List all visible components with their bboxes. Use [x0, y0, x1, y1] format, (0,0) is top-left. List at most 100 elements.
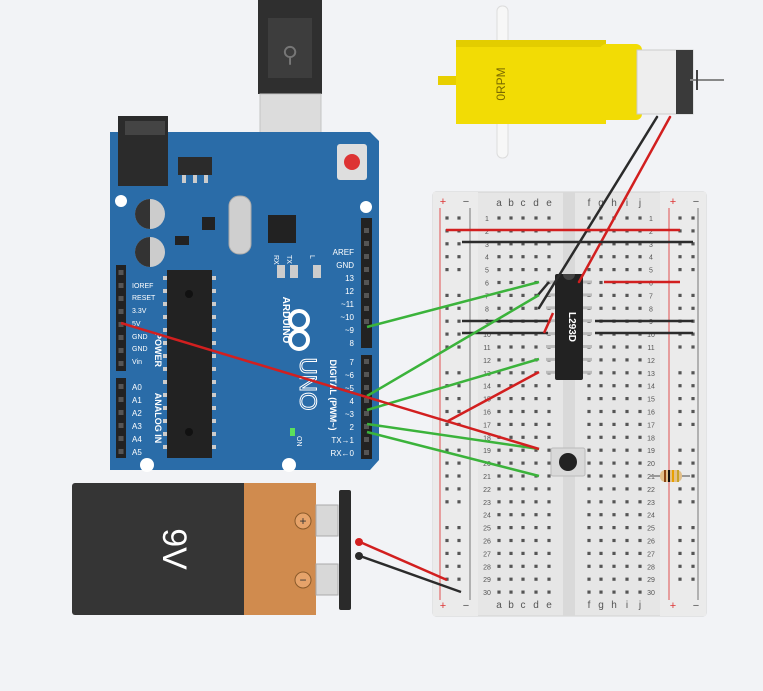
- breadboard-hole[interactable]: [599, 255, 603, 259]
- wire-black[interactable]: [537, 281, 550, 296]
- breadboard-hole[interactable]: [587, 538, 591, 543]
- breadboard-hole[interactable]: [599, 500, 603, 504]
- rail-hole[interactable]: [691, 345, 695, 349]
- breadboard-hole[interactable]: [547, 268, 551, 272]
- header-pin[interactable]: [364, 306, 369, 311]
- breadboard-hole[interactable]: [638, 409, 642, 414]
- breadboard-hole[interactable]: [587, 551, 591, 555]
- rail-hole[interactable]: [691, 461, 695, 465]
- rail-hole[interactable]: [457, 268, 461, 272]
- breadboard-hole[interactable]: [521, 216, 525, 220]
- rail-hole[interactable]: [457, 409, 461, 414]
- breadboard-hole[interactable]: [534, 216, 538, 220]
- breadboard-hole[interactable]: [625, 513, 629, 517]
- rail-hole[interactable]: [445, 448, 449, 452]
- breadboard-hole[interactable]: [509, 397, 513, 401]
- breadboard-hole[interactable]: [599, 448, 603, 452]
- breadboard-hole[interactable]: [638, 397, 642, 401]
- breadboard-hole[interactable]: [534, 487, 538, 491]
- rail-hole[interactable]: [678, 293, 682, 297]
- rail-hole[interactable]: [691, 526, 695, 530]
- breadboard-hole[interactable]: [587, 409, 591, 414]
- breadboard-hole[interactable]: [497, 577, 501, 581]
- breadboard-hole[interactable]: [599, 397, 603, 401]
- breadboard-hole[interactable]: [521, 422, 525, 426]
- breadboard-hole[interactable]: [612, 448, 616, 452]
- header-pin[interactable]: [364, 319, 369, 324]
- breadboard-hole[interactable]: [547, 590, 551, 594]
- rail-hole[interactable]: [457, 319, 461, 323]
- breadboard-hole[interactable]: [547, 564, 551, 568]
- breadboard-hole[interactable]: [599, 280, 603, 285]
- breadboard-hole[interactable]: [497, 306, 501, 310]
- arduino-uno[interactable]: RX TX L ON ARDUINO UNO DIGITAL (PWM~) PO…: [110, 116, 379, 472]
- breadboard-hole[interactable]: [638, 345, 642, 349]
- breadboard-hole[interactable]: [497, 293, 501, 297]
- breadboard-hole[interactable]: [509, 255, 513, 259]
- header-pin[interactable]: [364, 372, 369, 377]
- rail-hole[interactable]: [678, 268, 682, 272]
- breadboard-hole[interactable]: [587, 500, 591, 504]
- breadboard-hole[interactable]: [612, 577, 616, 581]
- rail-hole[interactable]: [457, 538, 461, 543]
- breadboard-hole[interactable]: [638, 255, 642, 259]
- wire-red[interactable]: [577, 115, 672, 284]
- breadboard-hole[interactable]: [638, 551, 642, 555]
- breadboard-hole[interactable]: [638, 448, 642, 452]
- rail-hole[interactable]: [678, 564, 682, 568]
- breadboard-hole[interactable]: [587, 384, 591, 388]
- breadboard-hole[interactable]: [612, 526, 616, 530]
- breadboard-hole[interactable]: [625, 242, 629, 246]
- breadboard-hole[interactable]: [547, 577, 551, 581]
- header-pin[interactable]: [118, 423, 124, 428]
- rail-hole[interactable]: [678, 409, 682, 414]
- rail-hole[interactable]: [678, 551, 682, 555]
- rail-hole[interactable]: [445, 409, 449, 414]
- header-pin[interactable]: [118, 410, 124, 415]
- rail-hole[interactable]: [678, 397, 682, 401]
- rail-hole[interactable]: [678, 345, 682, 349]
- breadboard-hole[interactable]: [509, 409, 513, 414]
- breadboard-hole[interactable]: [599, 564, 603, 568]
- header-pin[interactable]: [118, 270, 124, 275]
- breadboard-hole[interactable]: [638, 268, 642, 272]
- breadboard-hole[interactable]: [509, 422, 513, 426]
- rail-hole[interactable]: [691, 384, 695, 388]
- rail-hole[interactable]: [445, 526, 449, 530]
- breadboard-hole[interactable]: [534, 538, 538, 543]
- breadboard-hole[interactable]: [625, 577, 629, 581]
- rail-hole[interactable]: [691, 500, 695, 504]
- breadboard-hole[interactable]: [534, 268, 538, 272]
- breadboard-hole[interactable]: [625, 551, 629, 555]
- wire-red[interactable]: [359, 540, 448, 582]
- header-pin[interactable]: [118, 361, 124, 366]
- rail-hole[interactable]: [678, 306, 682, 310]
- breadboard-hole[interactable]: [599, 461, 603, 465]
- breadboard-hole[interactable]: [638, 422, 642, 426]
- breadboard-hole[interactable]: [625, 293, 629, 297]
- breadboard-hole[interactable]: [638, 306, 642, 310]
- breadboard-hole[interactable]: [547, 551, 551, 555]
- breadboard-hole[interactable]: [534, 409, 538, 414]
- breadboard-hole[interactable]: [612, 242, 616, 246]
- rail-hole[interactable]: [457, 500, 461, 504]
- breadboard-hole[interactable]: [534, 461, 538, 465]
- rail-hole[interactable]: [457, 526, 461, 530]
- rail-hole[interactable]: [457, 474, 461, 478]
- rail-hole[interactable]: [445, 306, 449, 310]
- breadboard-hole[interactable]: [599, 435, 603, 439]
- breadboard-hole[interactable]: [587, 268, 591, 272]
- breadboard-hole[interactable]: [534, 551, 538, 555]
- rail-hole[interactable]: [691, 577, 695, 581]
- breadboard-hole[interactable]: [534, 255, 538, 259]
- breadboard-hole[interactable]: [612, 513, 616, 517]
- rail-hole[interactable]: [678, 384, 682, 388]
- breadboard-hole[interactable]: [599, 216, 603, 220]
- breadboard-hole[interactable]: [587, 216, 591, 220]
- breadboard-hole[interactable]: [625, 268, 629, 272]
- breadboard-hole[interactable]: [547, 435, 551, 439]
- breadboard-hole[interactable]: [497, 216, 501, 220]
- breadboard-hole[interactable]: [497, 590, 501, 594]
- breadboard-hole[interactable]: [599, 384, 603, 388]
- rail-hole[interactable]: [445, 293, 449, 297]
